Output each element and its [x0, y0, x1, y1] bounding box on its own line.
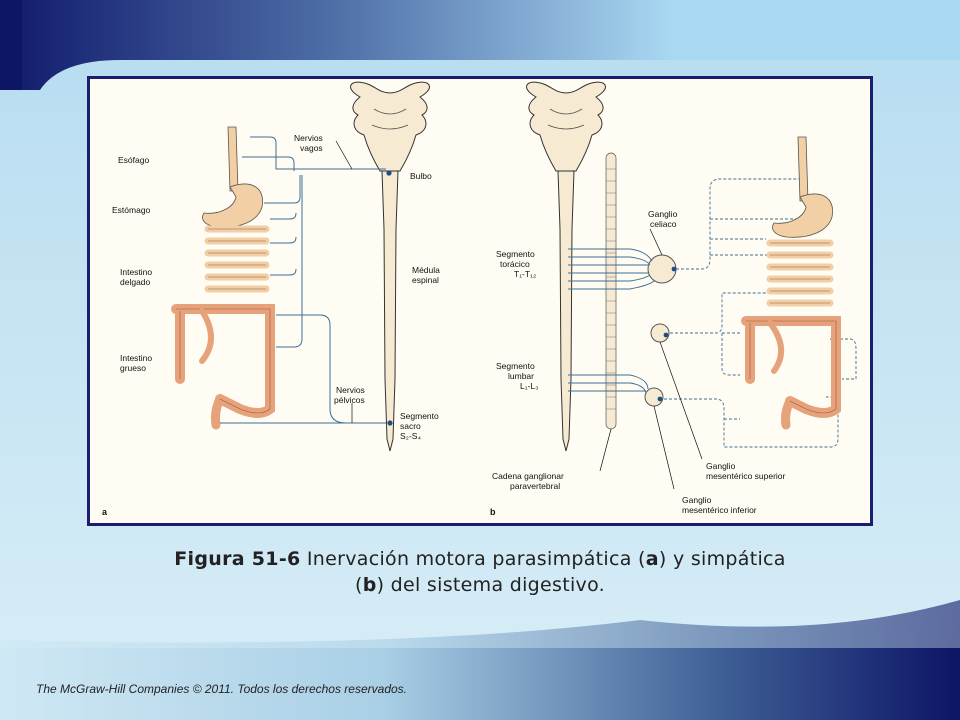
label-estomago: Estómago	[112, 205, 151, 215]
label-medula-2: espinal	[412, 275, 439, 285]
label-segmento-sacro-2: sacro	[400, 421, 421, 431]
large-intestine-a	[171, 304, 275, 430]
small-intestine-a	[204, 225, 270, 293]
label-segmento-sacro-3: S₂-S₄	[400, 431, 421, 441]
paravertebral-chain	[605, 152, 617, 430]
label-ganglio-celiaco-2: celiaco	[650, 219, 677, 229]
stomach-a	[202, 183, 263, 228]
label-segmento-sacro-1: Segmento	[400, 411, 439, 421]
brainstem-a	[350, 81, 430, 172]
label-mes-sup-2: mesentérico superior	[706, 471, 786, 481]
nervios-vagos-leader	[335, 140, 353, 170]
caption-letter-b: b	[362, 574, 377, 596]
label-intestino-delgado-2: delgado	[120, 277, 151, 287]
panel-b-letter: b	[490, 507, 496, 517]
spinal-cord-b	[557, 170, 575, 452]
postganglionic-fibres	[664, 178, 857, 448]
label-mes-sup-1: Ganglio	[706, 461, 736, 471]
label-nervios-pelvicos-2: pélvicos	[334, 395, 365, 405]
spinal-cord-a	[381, 170, 399, 452]
label-mes-inf-1: Ganglio	[682, 495, 712, 505]
preganglionic-fibres	[568, 248, 655, 394]
label-intestino-grueso-1: Intestino	[120, 353, 152, 363]
digestive-innervation-diagram: Esófago Estómago Intestino delgado Intes…	[102, 81, 857, 517]
label-seg-toracico-2: torácico	[500, 259, 530, 269]
caption-text-2: ) y simpática	[658, 548, 786, 570]
small-intestine-b	[766, 239, 834, 307]
figure-frame: Esófago Estómago Intestino delgado Intes…	[87, 76, 873, 526]
label-cadena-1: Cadena ganglionar	[492, 471, 564, 481]
panel-a: Esófago Estómago Intestino delgado Intes…	[102, 81, 440, 517]
label-seg-lumbar-1: Segmento	[496, 361, 535, 371]
caption-figure-label: Figura 51-6	[174, 548, 301, 570]
bulbo-dot	[386, 170, 392, 176]
label-seg-lumbar-3: L₁-L₃	[520, 381, 539, 391]
label-nervios-vagos-2: vagos	[300, 143, 323, 153]
figure-caption: Figura 51-6 Inervación motora parasimpát…	[120, 546, 840, 598]
label-nervios-vagos-1: Nervios	[294, 133, 323, 143]
caption-text-1: Inervación motora parasimpática (	[300, 548, 646, 570]
caption-text-4: ) del sistema digestivo.	[376, 574, 606, 596]
panel-a-letter: a	[102, 507, 108, 517]
label-seg-toracico-1: Segmento	[496, 249, 535, 259]
label-seg-lumbar-2: lumbar	[508, 371, 534, 381]
label-esofago: Esófago	[118, 155, 149, 165]
caption-letter-a: a	[645, 548, 659, 570]
sacro-dot	[387, 420, 393, 426]
vagus-nerves	[220, 136, 386, 424]
stomach-b	[772, 193, 833, 238]
label-seg-toracico-3: T₁-T₁₂	[514, 269, 536, 279]
esophagus-a	[227, 126, 239, 192]
label-mes-inf-2: mesentérico inferior	[682, 505, 757, 515]
label-ganglio-celiaco-1: Ganglio	[648, 209, 678, 219]
label-medula-1: Médula	[412, 265, 440, 275]
label-nervios-pelvicos-1: Nervios	[336, 385, 365, 395]
large-intestine-b	[741, 316, 841, 430]
copyright-footer: The McGraw-Hill Companies © 2011. Todos …	[36, 682, 408, 696]
label-intestino-delgado-1: Intestino	[120, 267, 152, 277]
label-bulbo: Bulbo	[410, 171, 432, 181]
panel-b: Ganglio celiaco Segmento torácico T₁-T₁₂…	[490, 81, 857, 517]
esophagus-b	[797, 136, 809, 202]
caption-text-3: (	[354, 574, 363, 596]
brainstem-b	[526, 81, 606, 172]
chain-ganglia	[606, 168, 616, 410]
label-cadena-2: paravertebral	[510, 481, 560, 491]
label-intestino-grueso-2: grueso	[120, 363, 146, 373]
